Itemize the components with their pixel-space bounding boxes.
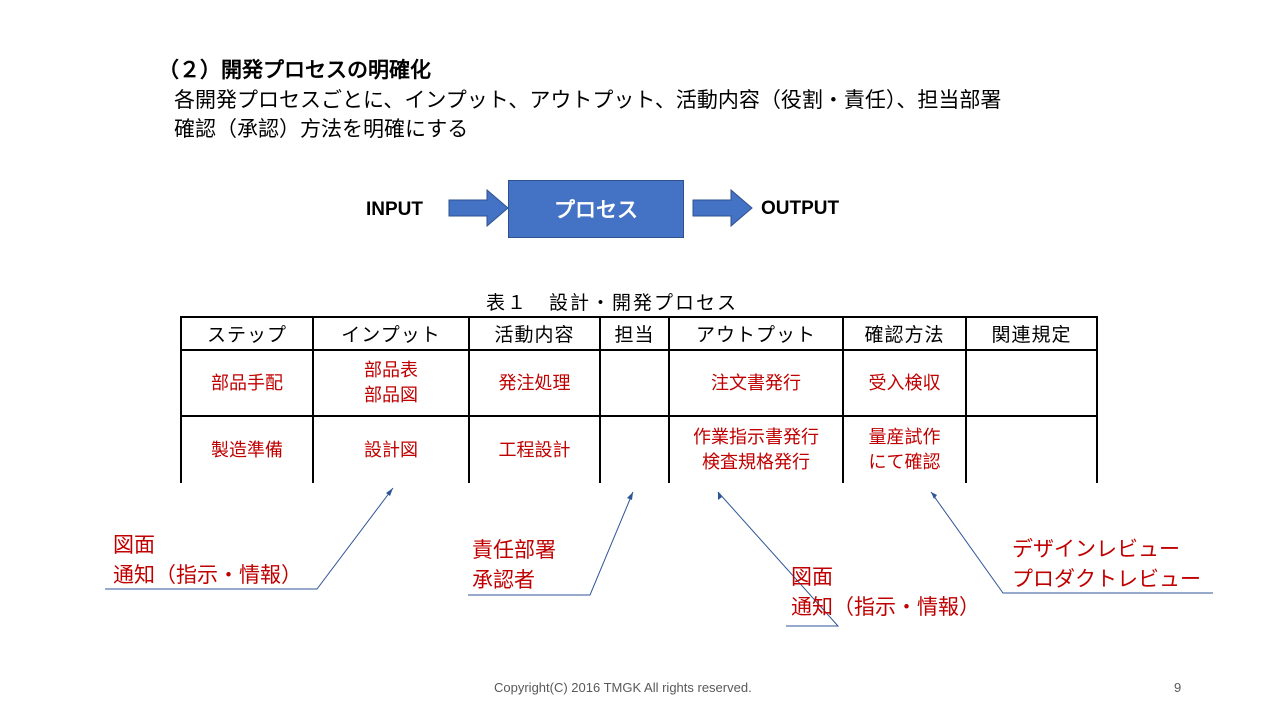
cell-text: 製造準備	[211, 439, 283, 461]
cell-text: 部品表 部品図	[364, 360, 418, 406]
input-note-leader	[105, 487, 394, 590]
table-cell: 部品手配	[180, 350, 314, 417]
copyright-text: Copyright(C) 2016 TMGK All rights reserv…	[494, 680, 752, 695]
header-cell: ステップ	[180, 316, 314, 351]
header-cell: インプット	[312, 316, 470, 351]
table-cell: 製造準備	[180, 416, 314, 483]
table-cell	[599, 416, 670, 483]
table-row: 部品手配 部品表 部品図 発注処理 注文書発行 受入検収	[180, 350, 1098, 417]
cell-text: 量産試作 にて確認	[868, 427, 941, 473]
cell-text: 工程設計	[498, 439, 571, 461]
responsible-note-leader	[468, 491, 634, 596]
arrowhead-icon	[386, 488, 393, 496]
table-header-row: ステップ インプット 活動内容 担当 アウトプット 確認方法 関連規定	[180, 316, 1098, 351]
cell-text: 部品手配	[211, 372, 283, 394]
header-cell: アウトプット	[668, 316, 844, 351]
cell-text: 受入検収	[868, 372, 941, 394]
table-cell: 量産試作 にて確認	[842, 416, 967, 483]
process-box: プロセス	[508, 180, 684, 238]
slide-heading: （２）開発プロセスの明確化	[158, 58, 431, 82]
review-note: デザインレビュー プロダクトレビュー	[1012, 537, 1201, 591]
table-cell: 設計図	[312, 416, 470, 483]
table-cell: 工程設計	[468, 416, 601, 483]
arrowhead-icon	[931, 492, 937, 499]
header-cell: 活動内容	[468, 316, 601, 351]
header-cell: 確認方法	[842, 316, 967, 351]
table-cell	[599, 350, 670, 417]
cell-text: 注文書発行	[711, 372, 801, 394]
arrowhead-icon	[718, 492, 722, 500]
description-line-2: 確認（承認）方法を明確にする	[174, 117, 469, 141]
cell-text: 設計図	[364, 439, 418, 461]
arrowhead-icon	[627, 492, 633, 500]
table-row: 製造準備 設計図 工程設計 作業指示書発行 検査規格発行 量産試作 にて確認	[180, 416, 1098, 483]
input-arrow	[448, 188, 509, 228]
table-title: 表１ 設計・開発プロセス	[486, 292, 739, 314]
header-cell: 担当	[599, 316, 670, 351]
output-label: OUTPUT	[761, 198, 840, 219]
table-cell: 部品表 部品図	[312, 350, 470, 417]
header-cell: 関連規定	[965, 316, 1098, 351]
page-number: 9	[1174, 680, 1182, 695]
table-cell: 作業指示書発行 検査規格発行	[668, 416, 844, 483]
table-cell: 注文書発行	[668, 350, 844, 417]
output-note-leader	[717, 491, 840, 627]
input-note: 図面 通知（指示・情報）	[113, 533, 302, 587]
cell-text: 発注処理	[498, 372, 571, 394]
description-line-1: 各開発プロセスごとに、インプット、アウトプット、活動内容（役割・責任）、担当部署	[174, 88, 1002, 112]
process-table: ステップ インプット 活動内容 担当 アウトプット 確認方法 関連規定 部品手配…	[180, 316, 1098, 483]
cell-text: 作業指示書発行 検査規格発行	[693, 427, 819, 473]
table-cell: 発注処理	[468, 350, 601, 417]
table-cell	[965, 416, 1098, 483]
table-cell	[965, 350, 1098, 417]
review-note-leader	[930, 491, 1213, 594]
table-cell: 受入検収	[842, 350, 967, 417]
responsible-note: 責任部署 承認者	[472, 538, 556, 592]
output-arrow	[692, 188, 753, 228]
input-label: INPUT	[366, 199, 423, 220]
output-note: 図面 通知（指示・情報）	[791, 565, 980, 619]
process-label: プロセス	[554, 198, 638, 222]
